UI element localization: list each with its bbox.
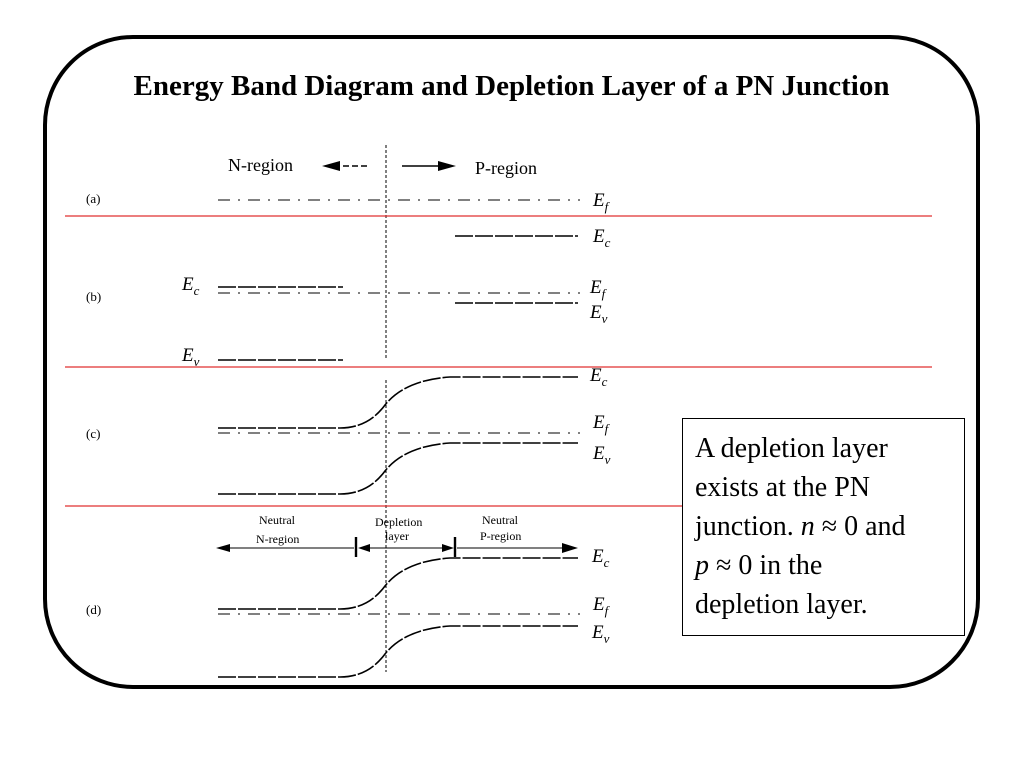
depletion-label-2: layer (385, 529, 409, 543)
panel-a-label: (a) (86, 191, 100, 206)
neutral-p-label-1: Neutral (482, 513, 519, 527)
neutral-n-extent-arrow (216, 537, 358, 557)
ec-label-d: Ec (591, 546, 610, 570)
slide-title: Energy Band Diagram and Depletion Layer … (133, 70, 890, 102)
n-direction-arrow (322, 161, 370, 171)
ev-label-b-p: Ev (589, 302, 608, 326)
p-region-label: P-region (475, 158, 537, 178)
p-direction-arrow (402, 161, 456, 171)
conduction-band-c (218, 376, 578, 429)
neutral-p-label-2: P-region (480, 529, 521, 543)
depletion-note-box: A depletion layer exists at the PN junct… (682, 418, 965, 636)
depletion-label-1: Depletion (375, 515, 422, 529)
panel-c-label: (c) (86, 426, 100, 441)
neutral-n-label-2: N-region (256, 532, 299, 546)
note-line: exists at the PN (695, 472, 870, 503)
panel-d-label: (d) (86, 602, 101, 617)
note-line: depletion layer. (695, 589, 868, 620)
ev-label-b-n: Ev (181, 345, 200, 369)
neutral-n-label-1: Neutral (259, 513, 296, 527)
ec-label-b-p: Ec (592, 226, 611, 250)
valence-band-c (218, 442, 578, 495)
note-line: p ≈ 0 in the (695, 550, 823, 581)
var-p: p (695, 550, 709, 581)
ef-label-a: Ef (592, 190, 611, 214)
note-line: junction. n ≈ 0 and (695, 511, 906, 542)
ev-label-c: Ev (592, 443, 611, 467)
note-line: A depletion layer (695, 433, 888, 464)
ec-label-b-n: Ec (181, 274, 200, 298)
var-n: n (800, 511, 815, 542)
conduction-band-d (218, 557, 578, 610)
ev-label-d: Ev (591, 622, 610, 646)
valence-band-d (218, 625, 578, 678)
ec-label-c: Ec (589, 365, 608, 389)
ef-label-d: Ef (592, 594, 611, 618)
n-region-label: N-region (228, 155, 293, 175)
ef-label-c: Ef (592, 412, 611, 436)
slide-frame (43, 35, 980, 689)
panel-b-label: (b) (86, 289, 101, 304)
ef-label-b-p: Ef (589, 277, 608, 301)
depletion-extent-arrow (358, 544, 454, 552)
neutral-p-extent-arrow (453, 537, 578, 557)
